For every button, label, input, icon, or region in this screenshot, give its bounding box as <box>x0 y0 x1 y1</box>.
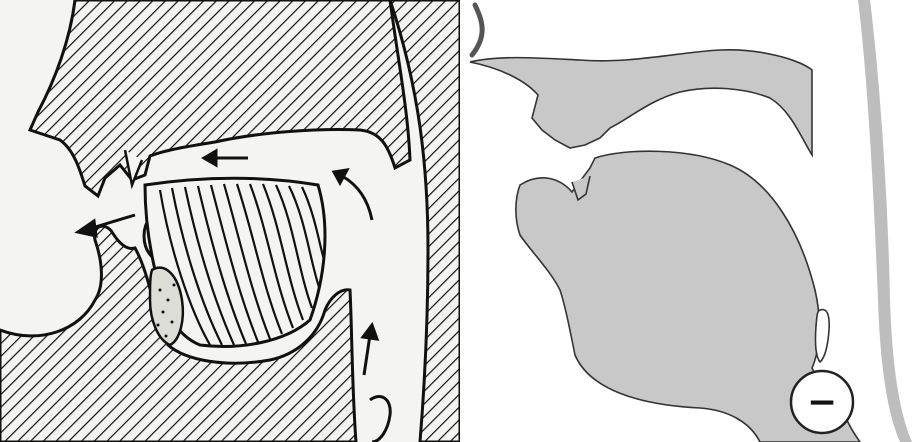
voicing-symbol: − <box>807 382 837 423</box>
voicing-indicator: − <box>791 371 853 433</box>
hatched-diagram-svg <box>0 0 460 442</box>
arrow-lips-out <box>92 215 135 228</box>
palate-region <box>30 0 410 196</box>
spine-strip <box>858 0 912 442</box>
silhouette-articulation-diagram: − <box>460 0 915 442</box>
epiglottis <box>370 396 390 442</box>
nose-outline <box>472 5 482 55</box>
palate-silhouette <box>470 50 812 155</box>
arrow-velar-curve <box>342 176 372 220</box>
epiglottis-silhouette <box>815 310 829 362</box>
hatched-articulation-diagram <box>0 0 460 442</box>
arrow-pharynx-up <box>364 335 370 375</box>
silhouette-diagram-svg: − <box>460 0 915 442</box>
